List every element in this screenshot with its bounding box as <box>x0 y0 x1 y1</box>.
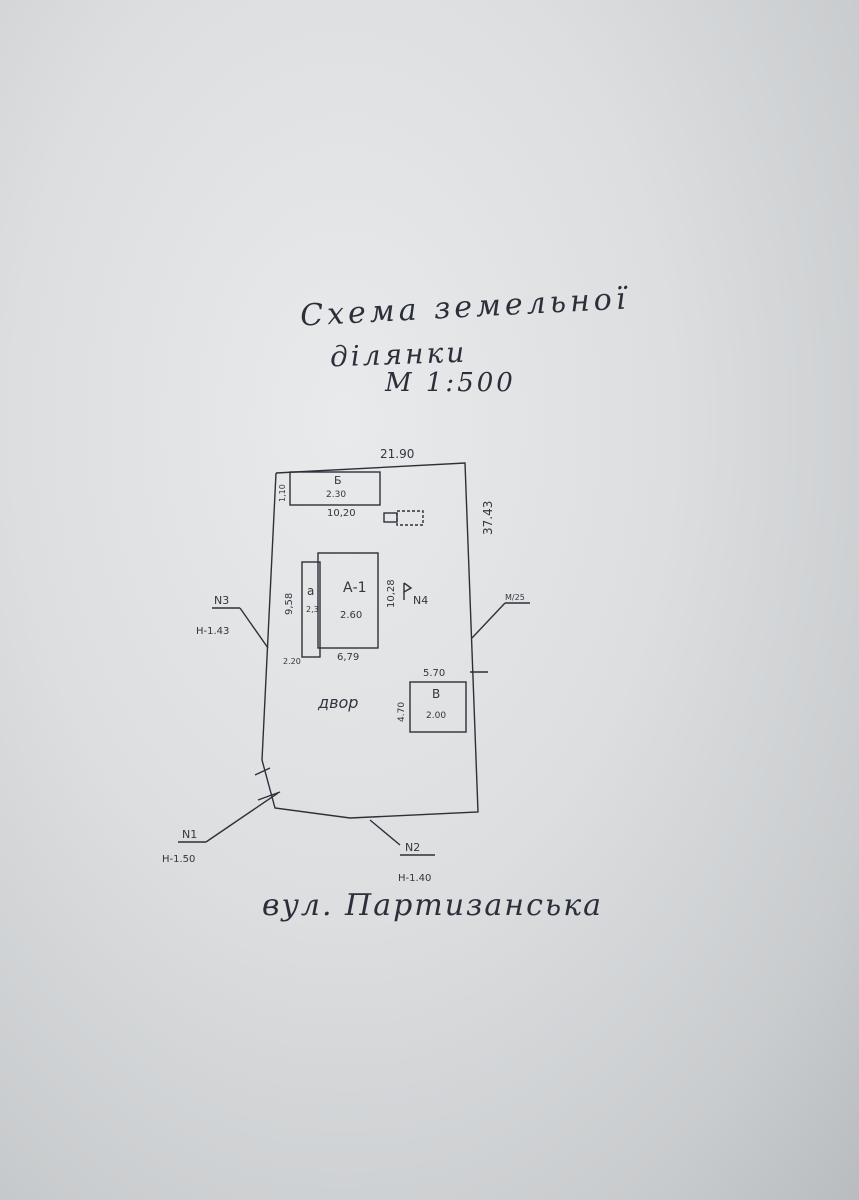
shed-b-width: 1,10 <box>278 484 287 502</box>
building-b-letter: Б <box>334 474 342 487</box>
building-v <box>409 681 467 733</box>
marker-n4 <box>403 582 413 600</box>
point-n1-h: Н-1.50 <box>162 854 195 865</box>
building-b <box>289 471 381 506</box>
street-label: вул. Партизанська <box>262 888 604 923</box>
point-n1: N1 <box>182 828 197 841</box>
small-structure <box>396 510 424 526</box>
plot-boundary <box>261 462 479 819</box>
leader-n2 <box>369 819 401 846</box>
annex-a <box>301 561 321 658</box>
shed-b-length: 10,20 <box>327 508 356 519</box>
tick <box>257 791 281 801</box>
annex-width: 2.20 <box>283 657 301 666</box>
house-depth: 9,58 <box>284 593 295 615</box>
point-n2-h: Н-1.40 <box>398 873 431 884</box>
building-b-height: 2.30 <box>326 490 346 500</box>
point-n3: N3 <box>214 594 229 607</box>
scale-label: М 1:500 <box>385 368 516 398</box>
dim-top: 21.90 <box>380 447 414 461</box>
point-n4: N4 <box>413 594 428 607</box>
building-v-height: 2.00 <box>426 711 446 721</box>
garage-depth: 4.70 <box>397 702 407 722</box>
annex-height: 2,3 <box>306 605 319 614</box>
small-structure-entry <box>383 512 398 523</box>
leader-n3-diag <box>239 607 269 649</box>
house-front: 6,79 <box>337 652 359 663</box>
yard-label: двор <box>317 693 358 712</box>
building-a1 <box>317 552 379 649</box>
leader-n1-diag <box>205 792 279 843</box>
point-m: М/25 <box>505 593 525 602</box>
point-n2: N2 <box>405 841 420 854</box>
point-n3-h: Н-1.43 <box>196 626 229 637</box>
house-letter: А-1 <box>343 580 367 596</box>
leader-m <box>471 602 506 639</box>
house-height: 2.60 <box>340 610 362 621</box>
dim-right: 37.43 <box>481 501 495 535</box>
annex-letter: а <box>307 584 314 598</box>
tick <box>254 767 271 776</box>
building-v-letter: В <box>432 687 440 701</box>
garage-width: 5.70 <box>423 668 445 679</box>
house-width: 10,28 <box>386 579 397 608</box>
